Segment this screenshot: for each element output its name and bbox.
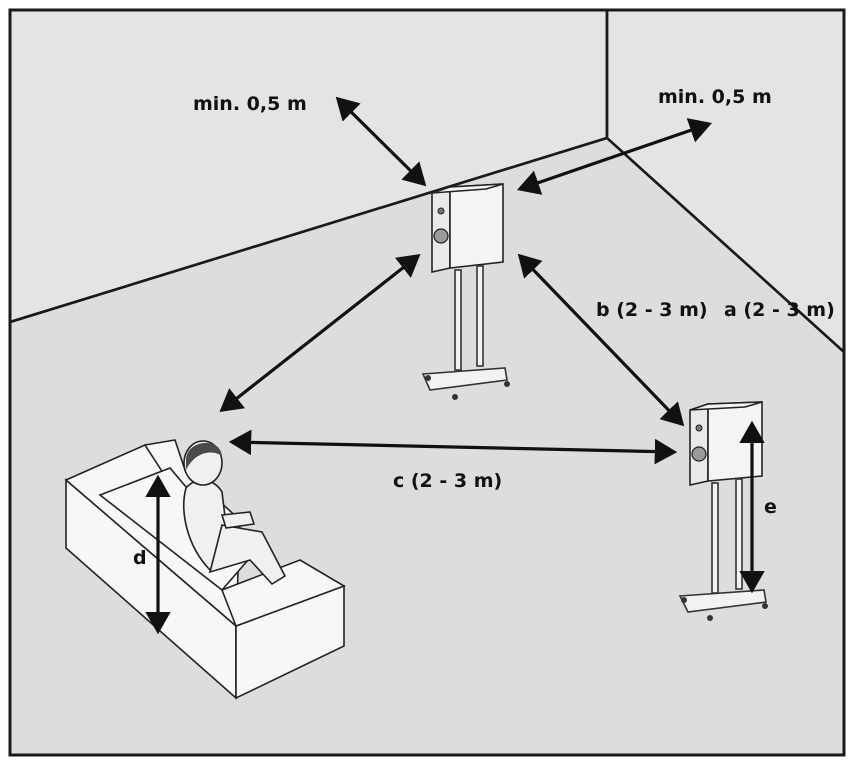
wall-distance-right-arrow	[516, 118, 713, 195]
distance-c-label: c (2 - 3 m)	[393, 470, 502, 492]
dimension-arrows	[145, 96, 765, 635]
height-e-label: e	[764, 496, 777, 518]
height-d-label: d	[133, 547, 147, 569]
distance-b-arrow	[517, 253, 685, 427]
tweeter-icon	[695, 424, 703, 432]
distance-c-arrow	[228, 429, 678, 465]
distance-b-label: b (2 - 3 m)	[596, 299, 708, 321]
speaker-left	[421, 183, 510, 400]
labels: min. 0,5 m min. 0,5 m b (2 - 3 m) a (2 -…	[133, 86, 835, 569]
frame	[8, 8, 846, 757]
distance-a-arrow	[219, 254, 421, 412]
wall-distance-left-arrow	[335, 96, 427, 187]
tweeter-icon	[437, 207, 445, 215]
wall-distance-left-label: min. 0,5 m	[193, 93, 307, 115]
woofer-icon	[691, 446, 707, 462]
floor-edge-left	[9, 136, 608, 324]
listener	[183, 440, 287, 586]
distance-a-label: a (2 - 3 m)	[724, 299, 835, 321]
wall-distance-right-label: min. 0,5 m	[658, 86, 772, 108]
woofer-icon	[433, 228, 449, 244]
